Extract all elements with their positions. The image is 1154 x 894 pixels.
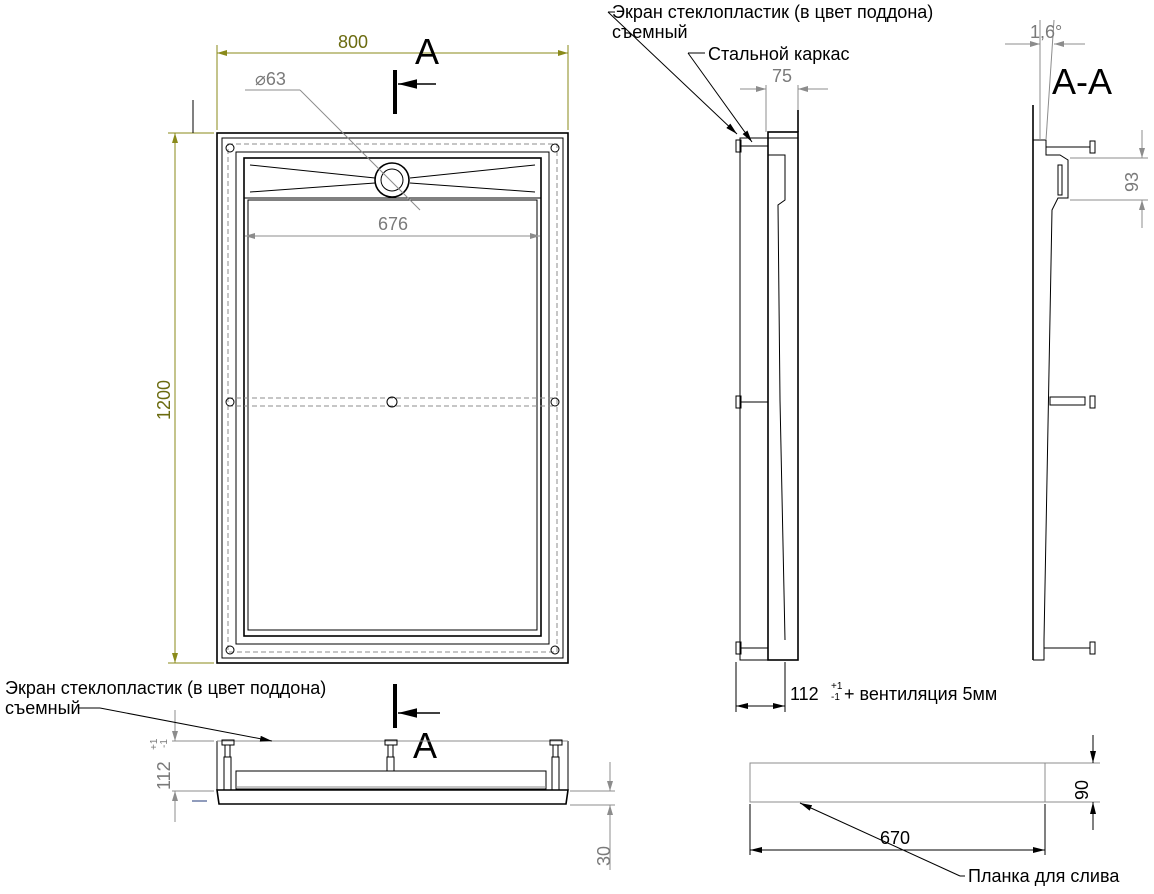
- plate-label: Планка для слива: [968, 866, 1120, 886]
- side-height-dim: 112: [790, 684, 819, 704]
- svg-text:-1: -1: [159, 739, 170, 748]
- section-mark-bottom: A: [393, 684, 440, 766]
- svg-text:A: A: [415, 31, 439, 72]
- front-view: 112 +1 -1 30 Экран стеклопластик (в цвет…: [5, 678, 615, 870]
- width-dim: 800: [338, 32, 368, 52]
- label-screen-2: съемный: [612, 22, 688, 42]
- label-screen: Экран стеклопластик (в цвет поддона): [612, 2, 933, 22]
- section-mark-top: A: [393, 31, 439, 114]
- ventilation-label: + вентиляция 5мм: [844, 684, 997, 704]
- front-label-screen: Экран стеклопластик (в цвет поддона): [5, 678, 326, 698]
- section-title: А-А: [1052, 61, 1112, 102]
- inner-width-dim: 676: [378, 214, 408, 234]
- section-a-a: А-А 1,6° 93: [1005, 19, 1148, 661]
- svg-text:+1: +1: [831, 681, 843, 692]
- front-label-screen-2: съемный: [5, 698, 81, 718]
- svg-text:-1: -1: [831, 692, 840, 703]
- label-frame: Стальной каркас: [708, 44, 850, 64]
- base-dim: 30: [594, 846, 614, 866]
- drain-plate-view: 90 670 Планка для слива: [749, 735, 1120, 886]
- svg-text:+1: +1: [149, 738, 160, 750]
- svg-text:A: A: [413, 725, 437, 766]
- plate-height-dim: 90: [1072, 780, 1092, 800]
- depth-dim: 75: [772, 66, 792, 86]
- plan-view: 800 1200 676 ⌀63: [154, 32, 569, 664]
- side-view: 75 Экран стеклопластик (в цвет поддона) …: [607, 2, 997, 712]
- plate-length-dim: 670: [880, 828, 910, 848]
- front-height-dim: 112: [154, 761, 174, 790]
- drain-icon: [374, 162, 410, 198]
- drain-height-dim: 93: [1122, 172, 1142, 192]
- drain-dim: ⌀63: [255, 69, 286, 89]
- angle-dim: 1,6°: [1030, 22, 1062, 42]
- height-dim: 1200: [154, 380, 174, 420]
